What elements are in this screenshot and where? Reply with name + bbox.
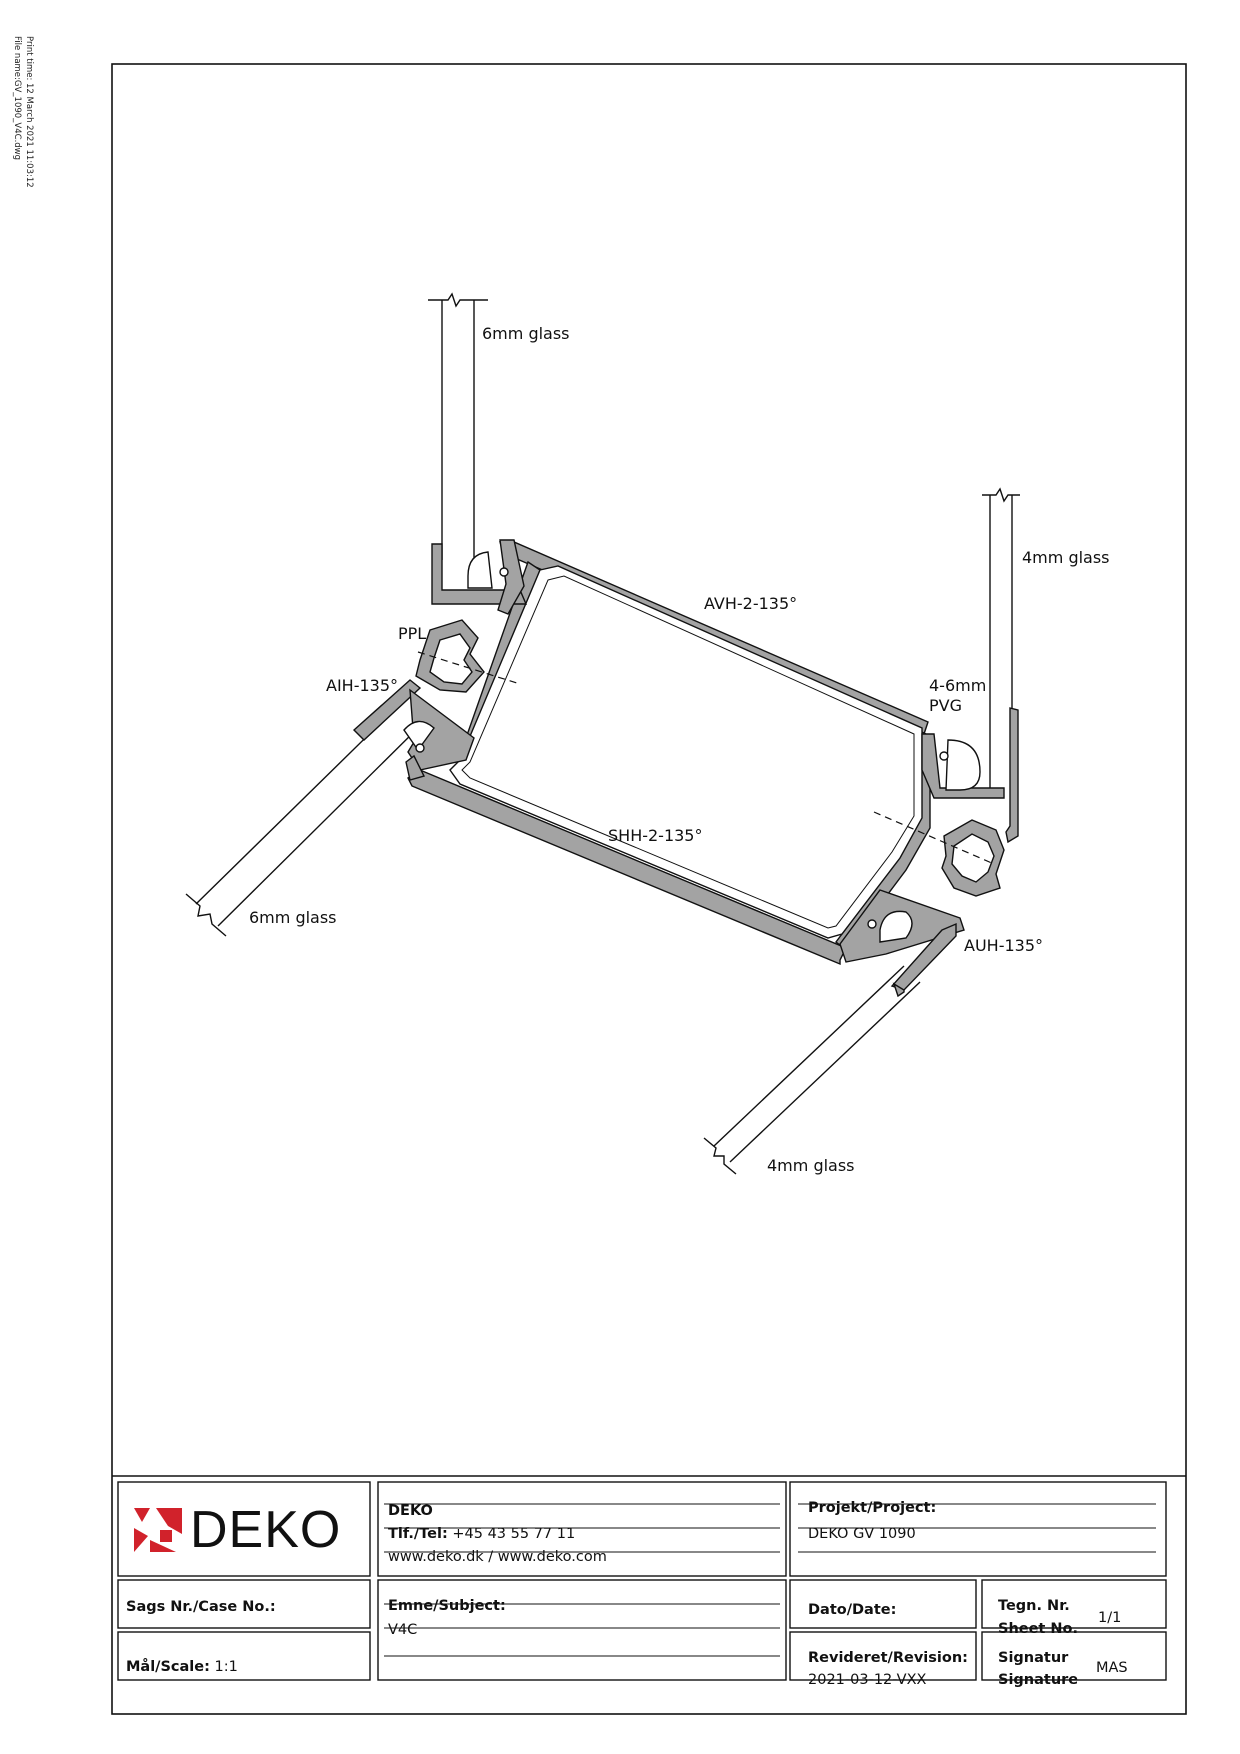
revision-label: Revideret/Revision:	[808, 1650, 968, 1666]
revision-value: 2021-03-12-VXX	[808, 1672, 927, 1688]
clamp-top-left	[431, 539, 528, 615]
case-label: Sags Nr./Case No.:	[126, 1599, 276, 1615]
clamp-auh	[839, 889, 965, 998]
glass-top-left	[428, 292, 488, 560]
signature-value: MAS	[1096, 1660, 1128, 1676]
company-name: DEKO	[388, 1503, 433, 1519]
label-shh: SHH-2-135°	[608, 826, 703, 845]
project-label: Projekt/Project:	[808, 1500, 937, 1516]
tel-value: +45 43 55 77 11	[452, 1526, 576, 1542]
glass-bottom-left	[185, 699, 427, 937]
scale-value: 1:1	[214, 1659, 238, 1675]
label-glass-bottom-right: 4mm glass	[767, 1156, 855, 1175]
axis-line-left	[417, 651, 521, 685]
subject-label: Emne/Subject:	[388, 1598, 506, 1614]
sheet-border	[111, 63, 1187, 1715]
label-auh: AUH-135°	[964, 936, 1043, 955]
axis-line-right	[873, 811, 995, 865]
deko-logo-mark	[134, 1508, 182, 1552]
label-avh: AVH-2-135°	[704, 594, 798, 613]
company-web: www.deko.dk / www.deko.com	[388, 1549, 607, 1565]
date-label: Dato/Date:	[808, 1602, 897, 1618]
label-pvg-size: 4-6mm	[929, 676, 987, 695]
deko-logo-text: DEKO	[190, 1501, 342, 1559]
project-value: DEKO GV 1090	[808, 1526, 916, 1542]
tel-label: Tlf./Tel:	[388, 1526, 448, 1542]
label-pvg: PVG	[929, 696, 962, 715]
signature-label-2: Signature	[998, 1672, 1079, 1688]
scale-label: Mål/Scale:	[126, 1659, 210, 1675]
label-glass-top-right: 4mm glass	[1022, 548, 1110, 567]
sheet-label-2: Sheet No.	[998, 1621, 1079, 1637]
clamp-pvg	[921, 707, 1019, 844]
subject-value: V4C	[388, 1622, 418, 1638]
clamp-aih	[352, 679, 475, 781]
title-block-frame	[112, 1475, 1186, 1681]
label-aih: AIH-135°	[326, 676, 399, 695]
sheet-value: 1/1	[1098, 1610, 1122, 1626]
ppl-seal-right	[941, 819, 1005, 897]
label-glass-bottom-left: 6mm glass	[249, 908, 337, 927]
sheet-label-1: Tegn. Nr.	[998, 1598, 1070, 1614]
ppl-seal	[415, 619, 485, 693]
signature-label-1: Signatur	[998, 1650, 1069, 1666]
glass-bottom-right	[703, 965, 921, 1175]
scale: Mål/Scale: 1:1	[126, 1659, 238, 1675]
label-glass-top-left: 6mm glass	[482, 324, 570, 343]
company-tel: Tlf./Tel: +45 43 55 77 11	[388, 1526, 575, 1542]
section-drawing	[185, 292, 1020, 1175]
label-ppl: PPL	[398, 624, 427, 643]
